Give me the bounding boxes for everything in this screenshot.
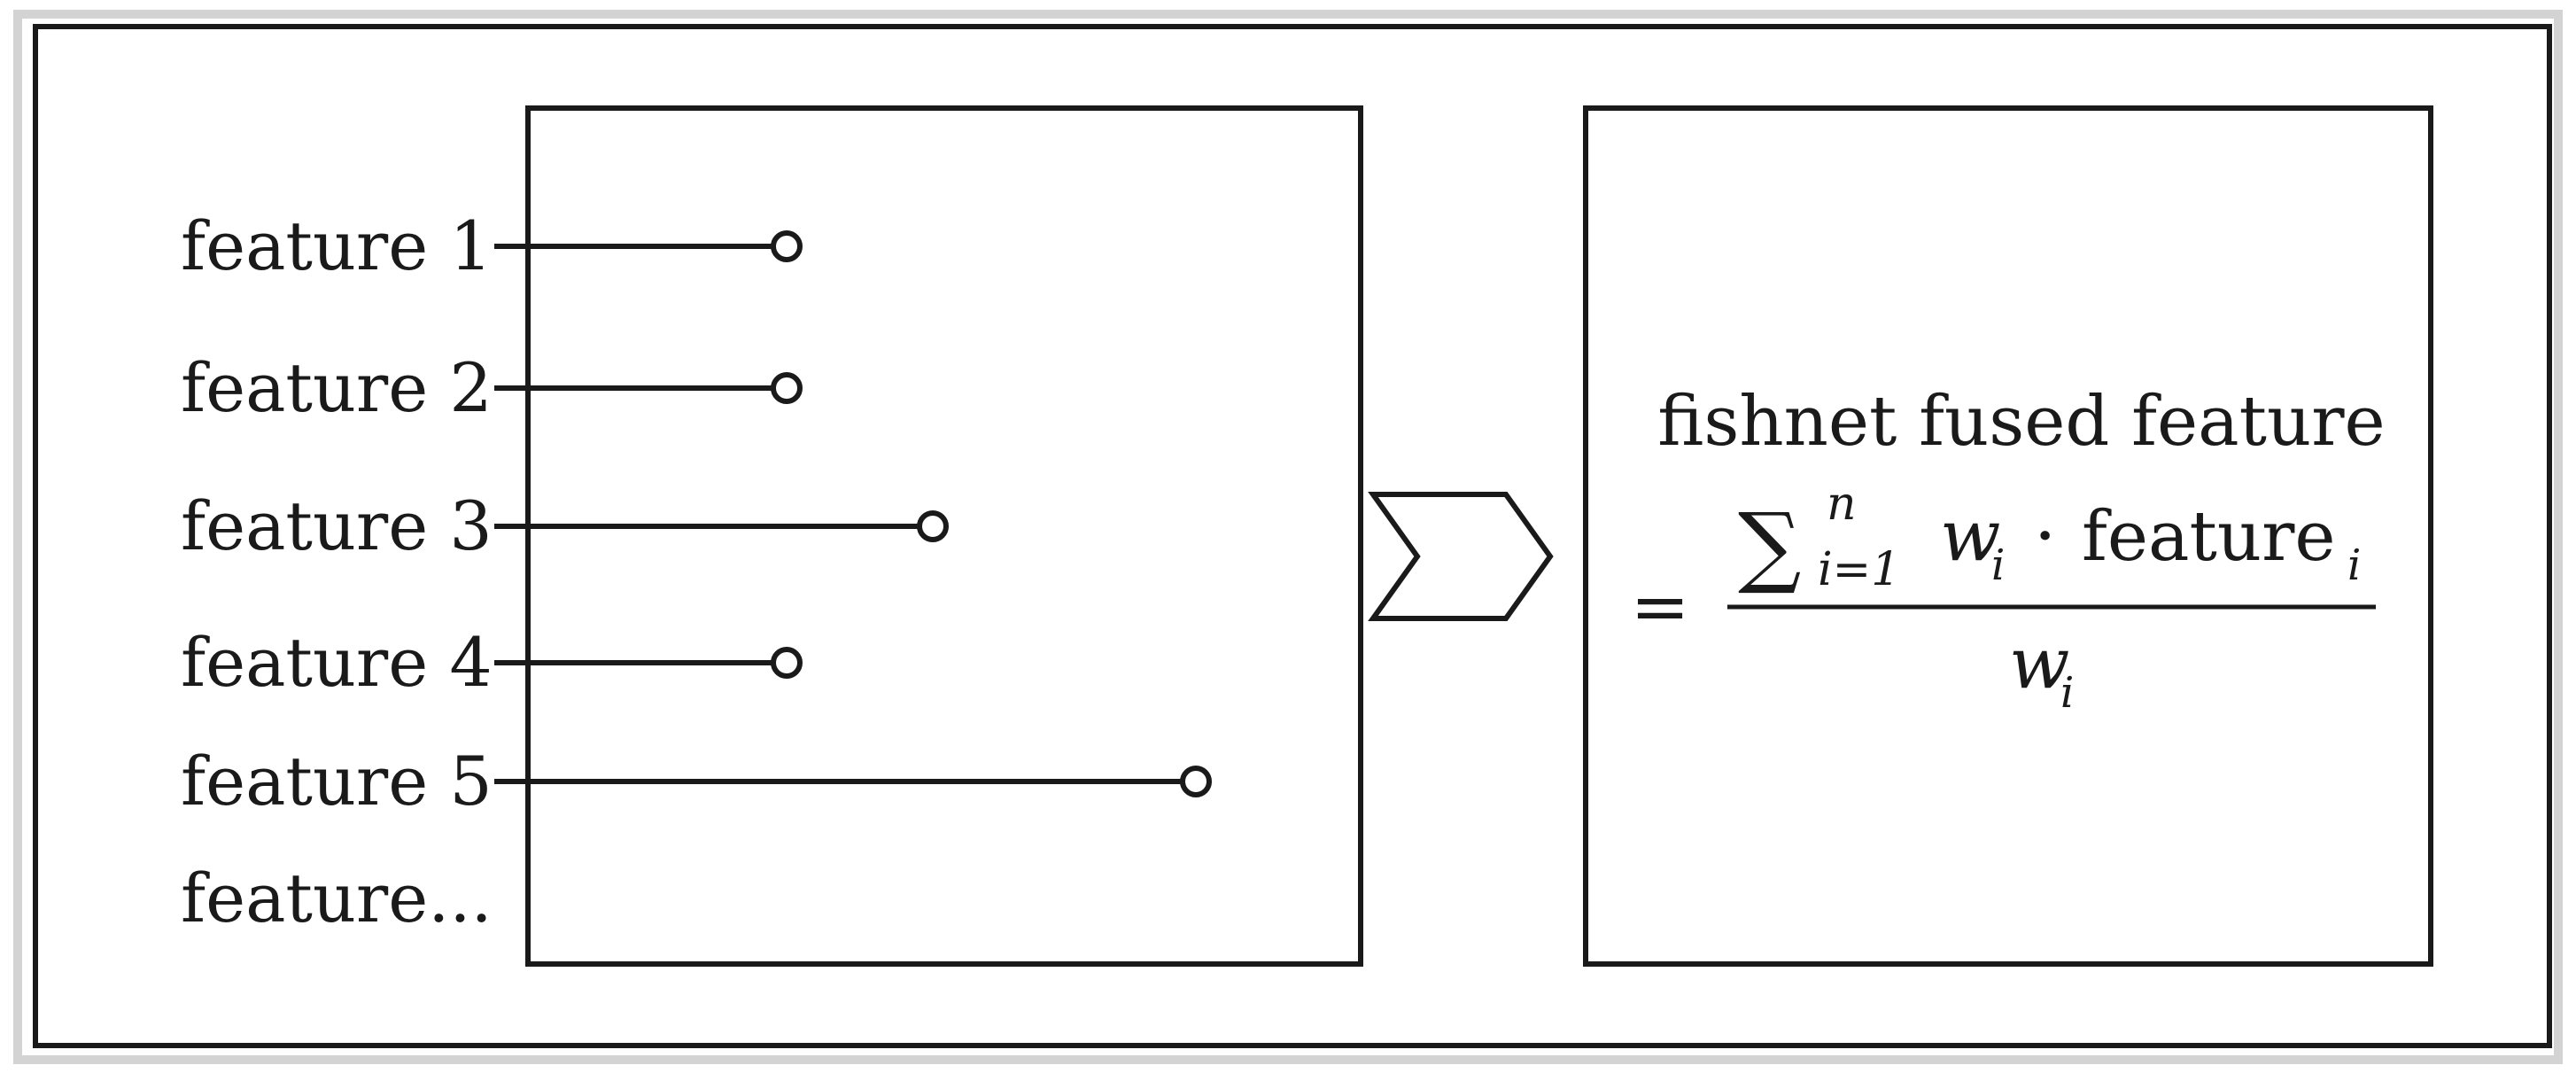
feature-row: feature 1 (181, 206, 803, 285)
outer-border (33, 24, 2552, 1048)
chevron-arrow-icon (1368, 492, 1554, 621)
feature-row: feature 5 (181, 742, 1212, 820)
feature-endpoint (1180, 766, 1212, 797)
feature-row: feature 4 (181, 623, 803, 702)
feature-label: feature 3 (181, 486, 493, 565)
feature-row: feature 3 (181, 486, 949, 565)
sum-symbol: ∑ (1738, 494, 1801, 597)
feature-label: feature 4 (181, 623, 493, 702)
result-panel (1583, 105, 2433, 967)
feature-panel (525, 105, 1363, 967)
sum-lower-limit: i=1 (1818, 543, 1900, 596)
numerator-weight-index: i (1991, 540, 2005, 590)
denominator-weight-index: i (2060, 668, 2074, 718)
feature-label: feature 2 (181, 348, 493, 427)
feature-rows: feature 1 feature 2 feature 3 feature 4 feat… (181, 206, 1212, 820)
numerator-feature: feature (2082, 497, 2336, 577)
feature-endpoint (771, 647, 803, 679)
outer-frame (13, 10, 2563, 1064)
multiply-dot: · (2034, 494, 2056, 577)
feature-endpoint (771, 372, 803, 404)
feature-more-label: feature... (181, 859, 493, 937)
numerator-feature-index: i (2347, 540, 2361, 590)
feature-row: feature 2 (181, 348, 803, 427)
result-title: fishnet fused feature (1657, 382, 2385, 462)
equals-sign: = (1630, 565, 1689, 648)
numerator-weight: w (1940, 494, 2000, 577)
feature-label: feature 1 (181, 206, 493, 285)
formula-numerator: ∑ n i=1 w i · feature i (1738, 478, 2361, 597)
feature-label: feature 5 (181, 742, 493, 820)
feature-endpoint (917, 510, 949, 542)
denominator-weight: w (2009, 622, 2069, 704)
sum-upper-limit: n (1827, 478, 1857, 531)
formula-denominator: w i (2009, 622, 2074, 718)
feature-endpoint (771, 230, 803, 262)
